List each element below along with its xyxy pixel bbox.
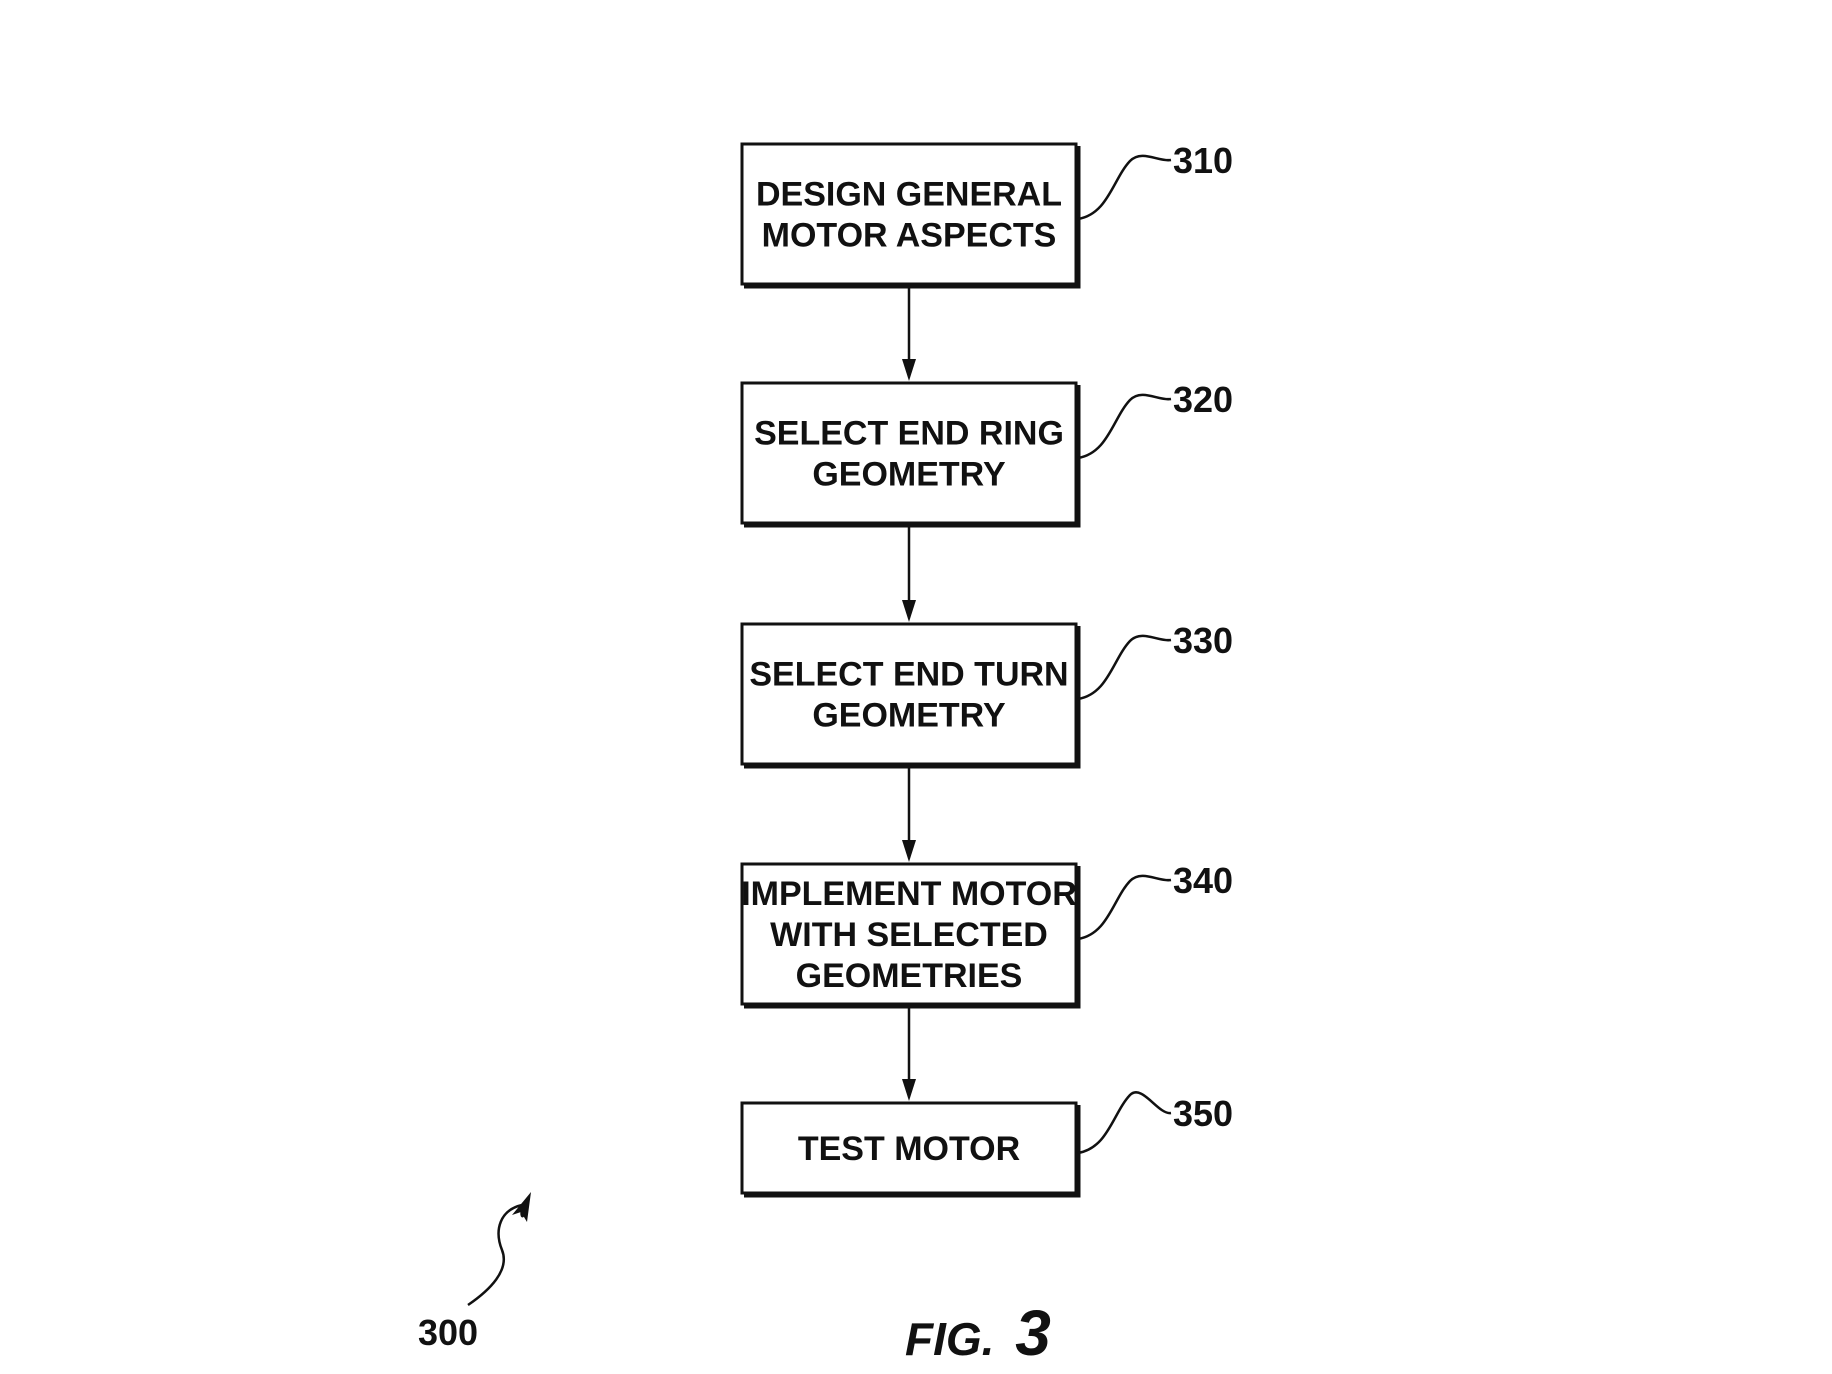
arrow-down-icon (902, 359, 916, 381)
step-text-line: TEST MOTOR (798, 1130, 1020, 1168)
step-text-line: GEOMETRY (812, 697, 1006, 735)
step-leader-line (1077, 393, 1172, 460)
step-text-line: GEOMETRY (812, 456, 1006, 494)
step-reference-number: 310 (1173, 140, 1233, 181)
step-box (740, 142, 1078, 286)
step-reference-number: 340 (1173, 860, 1233, 901)
step-text-line: IMPLEMENT MOTOR (741, 875, 1077, 913)
step-box (740, 1101, 1078, 1195)
connector-arrow (902, 527, 916, 622)
figure-caption-prefix: FIG. (905, 1313, 994, 1365)
step-text-line: SELECT END TURN (749, 656, 1068, 694)
arrow-down-icon (902, 600, 916, 622)
step-text-line: DESIGN GENERAL (756, 176, 1062, 214)
step-text-line: MOTOR ASPECTS (762, 217, 1057, 255)
step-text-line: GEOMETRIES (796, 957, 1023, 995)
step-box (740, 622, 1078, 766)
step-leader-line (1077, 634, 1172, 701)
step-box (740, 381, 1078, 525)
connector-arrow (902, 288, 916, 381)
step-box-shadow (744, 146, 1081, 289)
figure-reference: 300 (418, 1192, 531, 1353)
step-reference-number: 320 (1173, 379, 1233, 420)
step-text-line: SELECT END RING (754, 415, 1064, 453)
arrow-down-icon (902, 840, 916, 862)
connectors-layer (902, 288, 916, 1101)
step-leader-line (1077, 1091, 1172, 1155)
step-reference-number: 330 (1173, 620, 1233, 661)
figure-caption: FIG. 3 (905, 1297, 1051, 1369)
step-box-shadow (744, 626, 1081, 769)
figure-reference-arrow-shaft (467, 1199, 530, 1307)
step-text-line: WITH SELECTED (770, 916, 1048, 954)
connector-arrow (902, 768, 916, 862)
step-leader-line (1077, 874, 1172, 941)
step-box-shadow (744, 866, 1081, 1009)
step-box-shadow (744, 1105, 1081, 1198)
step-box (740, 862, 1078, 1006)
figure-reference-arrowhead-icon (512, 1192, 531, 1222)
step-350: TEST MOTOR 350 (740, 1091, 1233, 1198)
connector-arrow (902, 1008, 916, 1101)
figure-reference-number: 300 (418, 1312, 478, 1353)
step-reference-number: 350 (1173, 1093, 1233, 1134)
step-leader-line (1077, 154, 1172, 221)
arrow-down-icon (902, 1079, 916, 1101)
figure-caption-number: 3 (1015, 1297, 1051, 1369)
step-box-shadow (744, 385, 1081, 528)
figure-caption-text: FIG. 3 (905, 1297, 1051, 1369)
